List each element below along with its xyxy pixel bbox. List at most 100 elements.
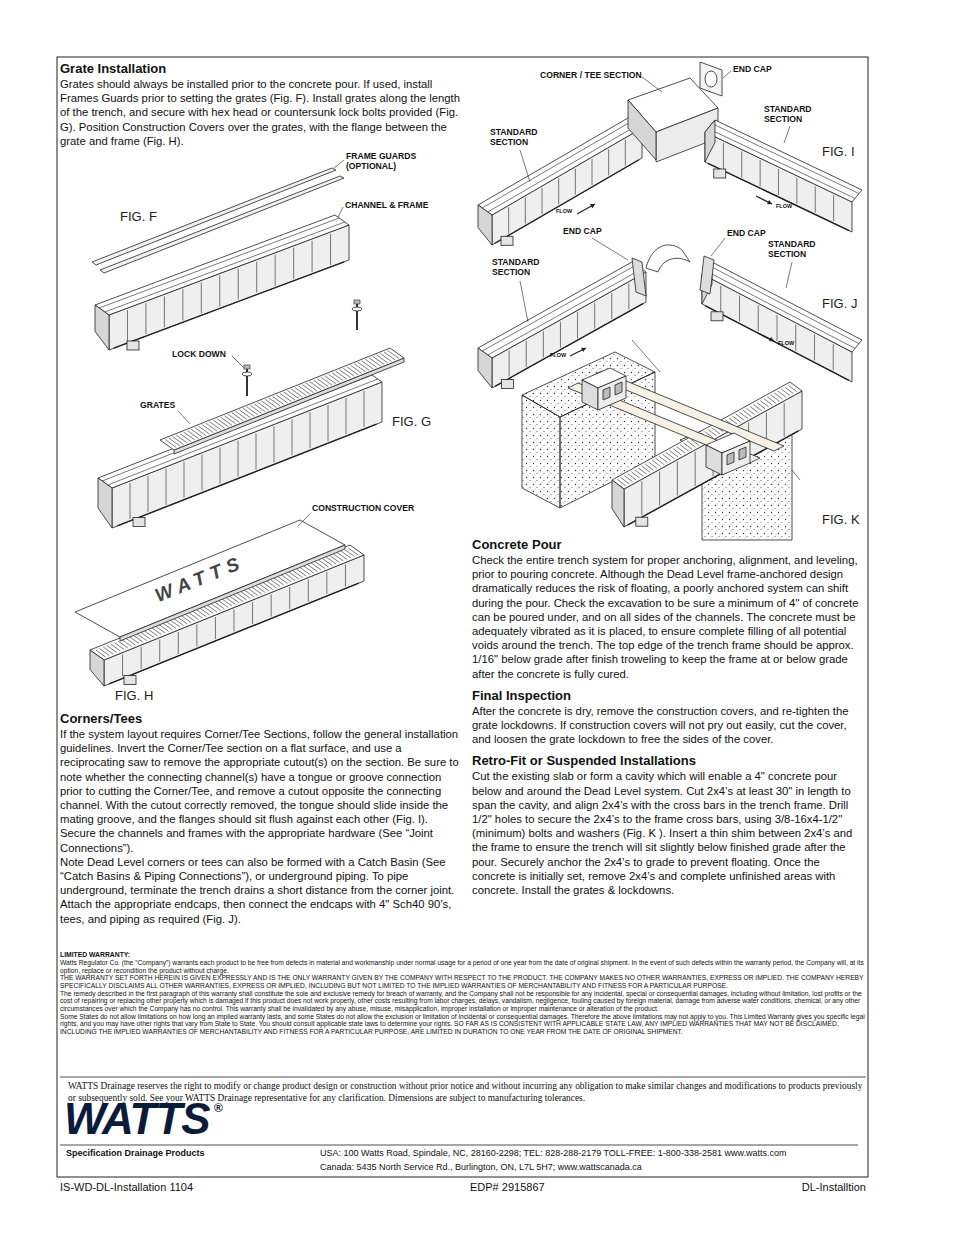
corner-tee-end <box>628 100 656 160</box>
channel-rib <box>723 143 724 169</box>
grate-bar <box>252 587 262 594</box>
grate-bar <box>788 385 796 391</box>
rule <box>60 1077 866 1078</box>
grate-bar <box>210 422 221 430</box>
grate-bar <box>373 356 384 364</box>
grate-bar <box>270 580 280 587</box>
channel-rib <box>310 412 311 448</box>
grate-bar <box>388 350 399 358</box>
grate-bar <box>237 593 247 600</box>
warranty-text: Some States do not allow limitations on … <box>60 1013 866 1036</box>
grate-bar <box>232 413 243 421</box>
channel-rib <box>141 647 142 669</box>
grate-bar <box>274 578 284 585</box>
part-callout: END CAP <box>727 229 777 239</box>
section-heading: Retro-Fit or Suspended Installations <box>472 753 866 769</box>
grate-bar <box>215 602 225 609</box>
channel-g-frame <box>98 372 382 488</box>
grate-bar <box>176 435 187 443</box>
flow-label: FLOW <box>776 203 796 209</box>
leader-line <box>338 207 343 217</box>
channel-end <box>478 205 492 245</box>
section-heading: Final Inspection <box>472 688 866 704</box>
part-callout: CHANNEL & FRAME <box>345 201 455 211</box>
grate-bar <box>263 583 273 590</box>
flow-label: FLOW <box>778 340 798 346</box>
channel-rib <box>201 282 202 313</box>
leader-line <box>723 71 731 78</box>
grate-bar <box>273 396 284 404</box>
channel-rib <box>215 617 216 639</box>
grate-bar <box>262 401 273 409</box>
bolt-washer <box>352 307 362 311</box>
grate-bar <box>159 625 169 632</box>
grate-bar <box>351 365 362 373</box>
grate-bar <box>129 637 139 644</box>
channel-rib <box>238 441 239 477</box>
channel-rib <box>127 310 128 341</box>
channel-rib <box>330 234 331 265</box>
grate-bar <box>163 623 173 630</box>
grate-bar <box>165 440 176 448</box>
grate-bar <box>166 622 176 629</box>
document-code: IS-WD-DL-Installation 1104 <box>60 1181 260 1194</box>
outlet-pipe <box>133 517 145 526</box>
grate-bar <box>311 563 321 570</box>
grate-bar <box>189 613 199 620</box>
grate-bar <box>267 581 277 588</box>
cinder-block-hole <box>603 387 610 400</box>
channel-rib <box>795 325 796 351</box>
grate-bar <box>206 423 217 431</box>
grate-bar <box>265 399 276 407</box>
part-callout: STANDARD SECTION <box>490 128 550 147</box>
outlet-pipe <box>124 676 136 685</box>
grate-bar <box>332 373 343 381</box>
grate-bar <box>122 640 132 647</box>
construction-cover <box>75 520 345 637</box>
cinder-block-hole <box>727 452 734 465</box>
channel-rib <box>274 426 275 462</box>
grate-bar <box>369 358 380 366</box>
grate-bar <box>334 554 344 561</box>
channel-rib <box>542 188 543 214</box>
grate-bar <box>241 592 251 599</box>
grate-bar <box>308 565 318 572</box>
channel-rib <box>760 160 761 186</box>
channel-rib <box>784 403 785 437</box>
outlet-pipe <box>501 379 513 388</box>
flow-arrow <box>758 333 774 341</box>
grate-bar <box>233 595 243 602</box>
grate-bar <box>148 629 158 636</box>
grate-bar <box>339 370 350 378</box>
end-cap <box>700 62 722 96</box>
channel-rib <box>695 452 696 486</box>
part-callout: GRATES <box>140 401 190 411</box>
figure-label: FIG. F <box>120 209 180 224</box>
grate-bar <box>278 577 288 584</box>
flow-arrow <box>577 204 595 214</box>
channel-rib <box>508 207 509 233</box>
grate-bar <box>247 407 258 415</box>
channel-rib <box>659 471 660 505</box>
channel-rib <box>256 262 257 293</box>
channel-rib <box>778 169 779 195</box>
grate-bar <box>384 352 395 360</box>
channel-rib <box>166 469 167 505</box>
grate-bar <box>313 380 324 388</box>
address-line: USA: 100 Watts Road, Spindale, NC, 28160… <box>320 1148 865 1159</box>
channel-rib <box>814 335 815 361</box>
frame-slot <box>482 265 636 351</box>
grate-bar <box>228 414 239 422</box>
instruction-text: After the concrete is dry, remove the co… <box>472 704 866 747</box>
grate-bar <box>181 616 191 623</box>
leader-line <box>232 356 244 368</box>
channel-rib <box>560 322 561 348</box>
grate-bar <box>377 355 388 363</box>
grate-bar <box>291 389 302 397</box>
section-heading: Grate Installation <box>60 61 460 77</box>
grate-bar <box>289 572 299 579</box>
channel-rib <box>293 248 294 279</box>
grate-bar <box>295 388 306 396</box>
leader-line <box>711 238 725 256</box>
grate-bar <box>299 386 310 394</box>
